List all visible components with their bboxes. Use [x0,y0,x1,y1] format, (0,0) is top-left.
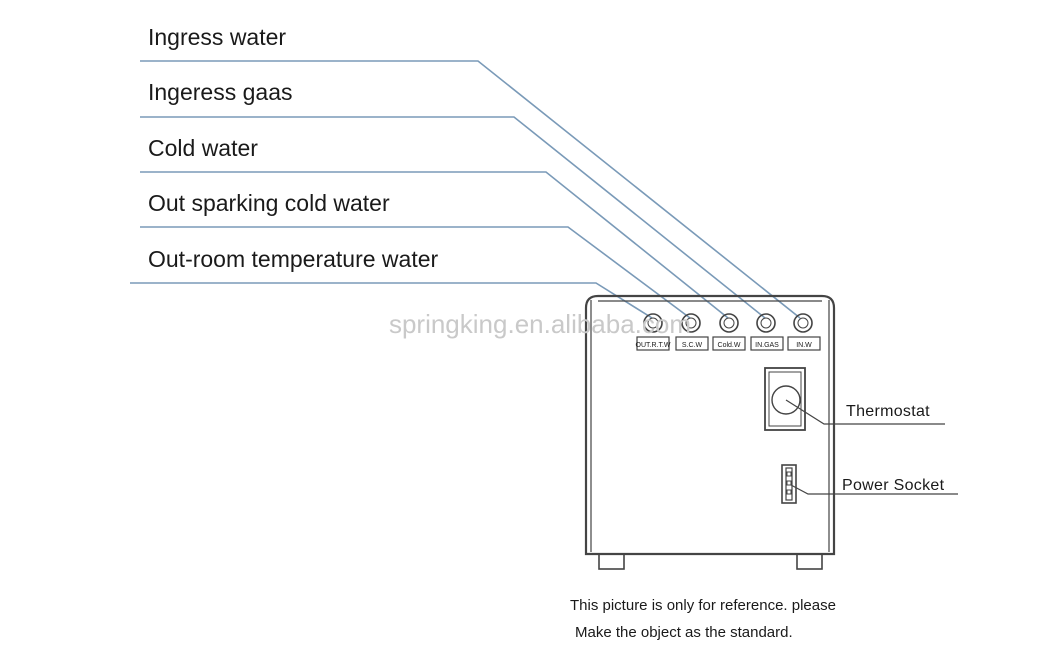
note-line-1: This picture is only for reference. plea… [570,597,836,614]
note-line-2: Make the object as the standard. [575,624,793,641]
port-label-in-gas: IN.GAS [755,342,779,349]
label-thermostat: Thermostat [846,403,930,420]
leader-line-ingress-water [140,60,801,319]
leader-line-out-sparkling [140,226,691,319]
port-ingress-water: IN.W [787,313,821,351]
thermostat-knob [764,367,806,431]
leader-line-ingress-gas [140,116,766,319]
power-socket [781,464,797,504]
port-ingress-gas: IN.GAS [750,313,784,351]
leader-line-out-room-temp [130,282,653,319]
port-cold-water: Cold.W [712,313,746,351]
port-out-room-temp-water: OUT.R.T.W [636,313,671,351]
label-power-socket: Power Socket [842,477,945,494]
label-out-room-temperature-water: Out-room temperature water [148,246,439,272]
label-ingress-gas: Ingeress gaas [148,79,292,105]
foot-right [796,553,823,570]
watermark: springking.en.alibaba.com [389,309,691,339]
leader-line-power-socket [790,484,958,495]
label-ingress-water: Ingress water [148,24,286,50]
label-out-sparkling-cold-water: Out sparking cold water [148,190,390,216]
foot-left [598,553,625,570]
port-label-in-w: IN.W [796,342,812,349]
label-cold-water: Cold water [148,135,258,161]
port-label-out-rtw: OUT.R.T.W [636,342,671,349]
unit-body [584,294,836,556]
leader-line-cold-water [140,171,729,319]
port-label-scw: S.C.W [682,342,703,349]
port-label-cold-w: Cold.W [718,342,741,349]
leader-line-thermostat [785,399,945,425]
port-sparkling-cold-water: S.C.W [675,313,709,351]
